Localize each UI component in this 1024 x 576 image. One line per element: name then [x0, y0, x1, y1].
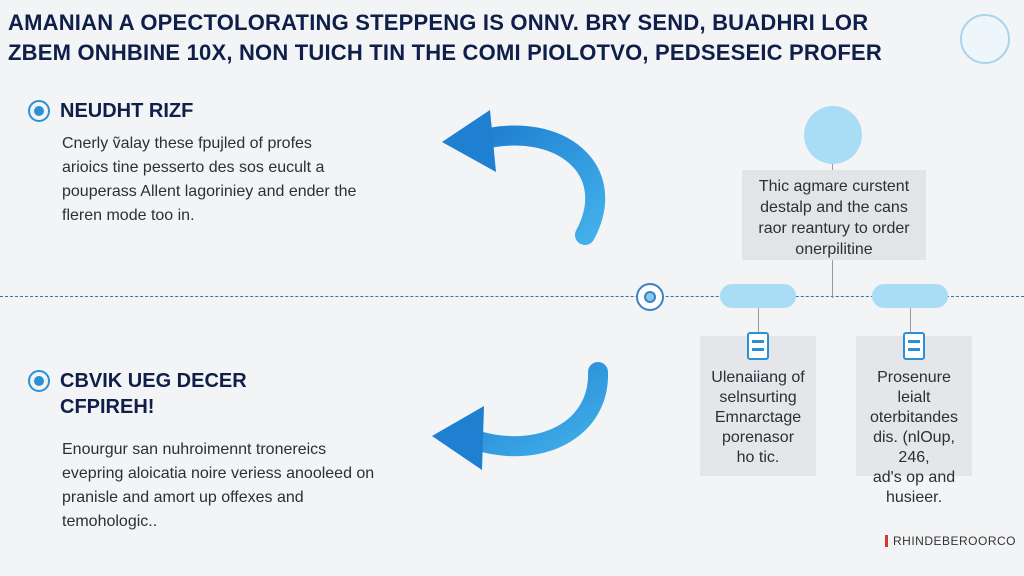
- section-2-title-line-2: CFPIREH!: [60, 396, 155, 418]
- brand-mark-icon: [884, 535, 888, 547]
- center-textbox: Thic agmare curstent destalp and the can…: [742, 170, 926, 260]
- right-card-text: Prosenure leialt oterbitandes dis. (nlOu…: [856, 368, 972, 508]
- section-2-title-line-1: CBVIK UEG DECER: [60, 370, 247, 392]
- footer-brand: RHINDEBEROORCO: [884, 534, 1016, 548]
- target-icon: [28, 100, 50, 122]
- left-pill: [720, 284, 796, 308]
- section-2-line: temohologic..: [62, 513, 158, 530]
- document-icon: [903, 332, 925, 360]
- connector-line: [758, 308, 759, 336]
- section-2-body: Enourgur san nuhroimennt tronereics evep…: [62, 438, 374, 534]
- section-1-title: NEUDHT RIZF: [60, 100, 194, 122]
- card-line: ad's op and: [872, 469, 956, 486]
- timeline-divider: [0, 296, 1024, 297]
- right-pill: [872, 284, 948, 308]
- center-text-line: destalp and the cans: [760, 199, 908, 216]
- center-text-line: onerpilitine: [795, 241, 873, 258]
- target-icon: [28, 370, 50, 392]
- top-bubble: [804, 106, 862, 164]
- center-text-line: raor reantury to order: [758, 220, 910, 237]
- left-card: Ulenaiiang of selnsurting Emnarctage por…: [700, 332, 816, 476]
- section-1-body: Cnerly ṽalay these fpujled of profes ari…: [62, 132, 356, 228]
- section-1-line: arioics tine pesserto des sos eucult a: [62, 159, 325, 176]
- card-line: Emnarctage: [714, 409, 802, 426]
- card-line: ho tic.: [736, 449, 780, 466]
- right-card: Prosenure leialt oterbitandes dis. (nlOu…: [856, 332, 972, 506]
- page-title: AMANIAN A OPECTOLORATING STEPPENG IS ONN…: [8, 8, 908, 68]
- section-1-heading: NEUDHT RIZF: [28, 98, 193, 124]
- timeline-node: [636, 283, 664, 311]
- brand-name: RHINDEBEROORCO: [892, 534, 1016, 548]
- card-line: dis. (nlOup, 246,: [873, 429, 955, 466]
- section-1-line: pouperass Allent lagoriniey and ender th…: [62, 183, 357, 200]
- connector-line: [910, 308, 911, 336]
- section-2-line: pranisle and amort up offexes and: [62, 489, 304, 506]
- title-line-1: AMANIAN A OPECTOLORATING STEPPENG IS ONN…: [8, 10, 869, 35]
- section-1-line: fleren mode too in.: [62, 207, 195, 224]
- section-2-line: evepring aloicatia noire veriess anoolee…: [62, 465, 375, 482]
- section-2-line: Enourgur san nuhroimennt tronereics: [62, 441, 327, 458]
- center-text-line: Thic agmare curstent: [758, 178, 910, 195]
- document-icon: [747, 332, 769, 360]
- card-line: oterbitandes: [869, 409, 959, 426]
- section-2-heading: CBVIK UEG DECER CFPIREH!: [28, 368, 247, 420]
- logo-icon: [960, 14, 1010, 64]
- title-line-2: ZBEM ONHBINE 10X, NON TUICH TIN THE COMI…: [8, 40, 882, 65]
- card-line: porenasor: [721, 429, 795, 446]
- card-line: selnsurting: [719, 389, 797, 406]
- card-line: Ulenaiiang of: [711, 369, 805, 386]
- card-line: Prosenure leialt: [877, 369, 951, 406]
- section-1-line: Cnerly ṽalay these fpujled of profes: [62, 135, 312, 152]
- left-card-text: Ulenaiiang of selnsurting Emnarctage por…: [700, 368, 816, 468]
- card-line: husieer.: [885, 489, 943, 506]
